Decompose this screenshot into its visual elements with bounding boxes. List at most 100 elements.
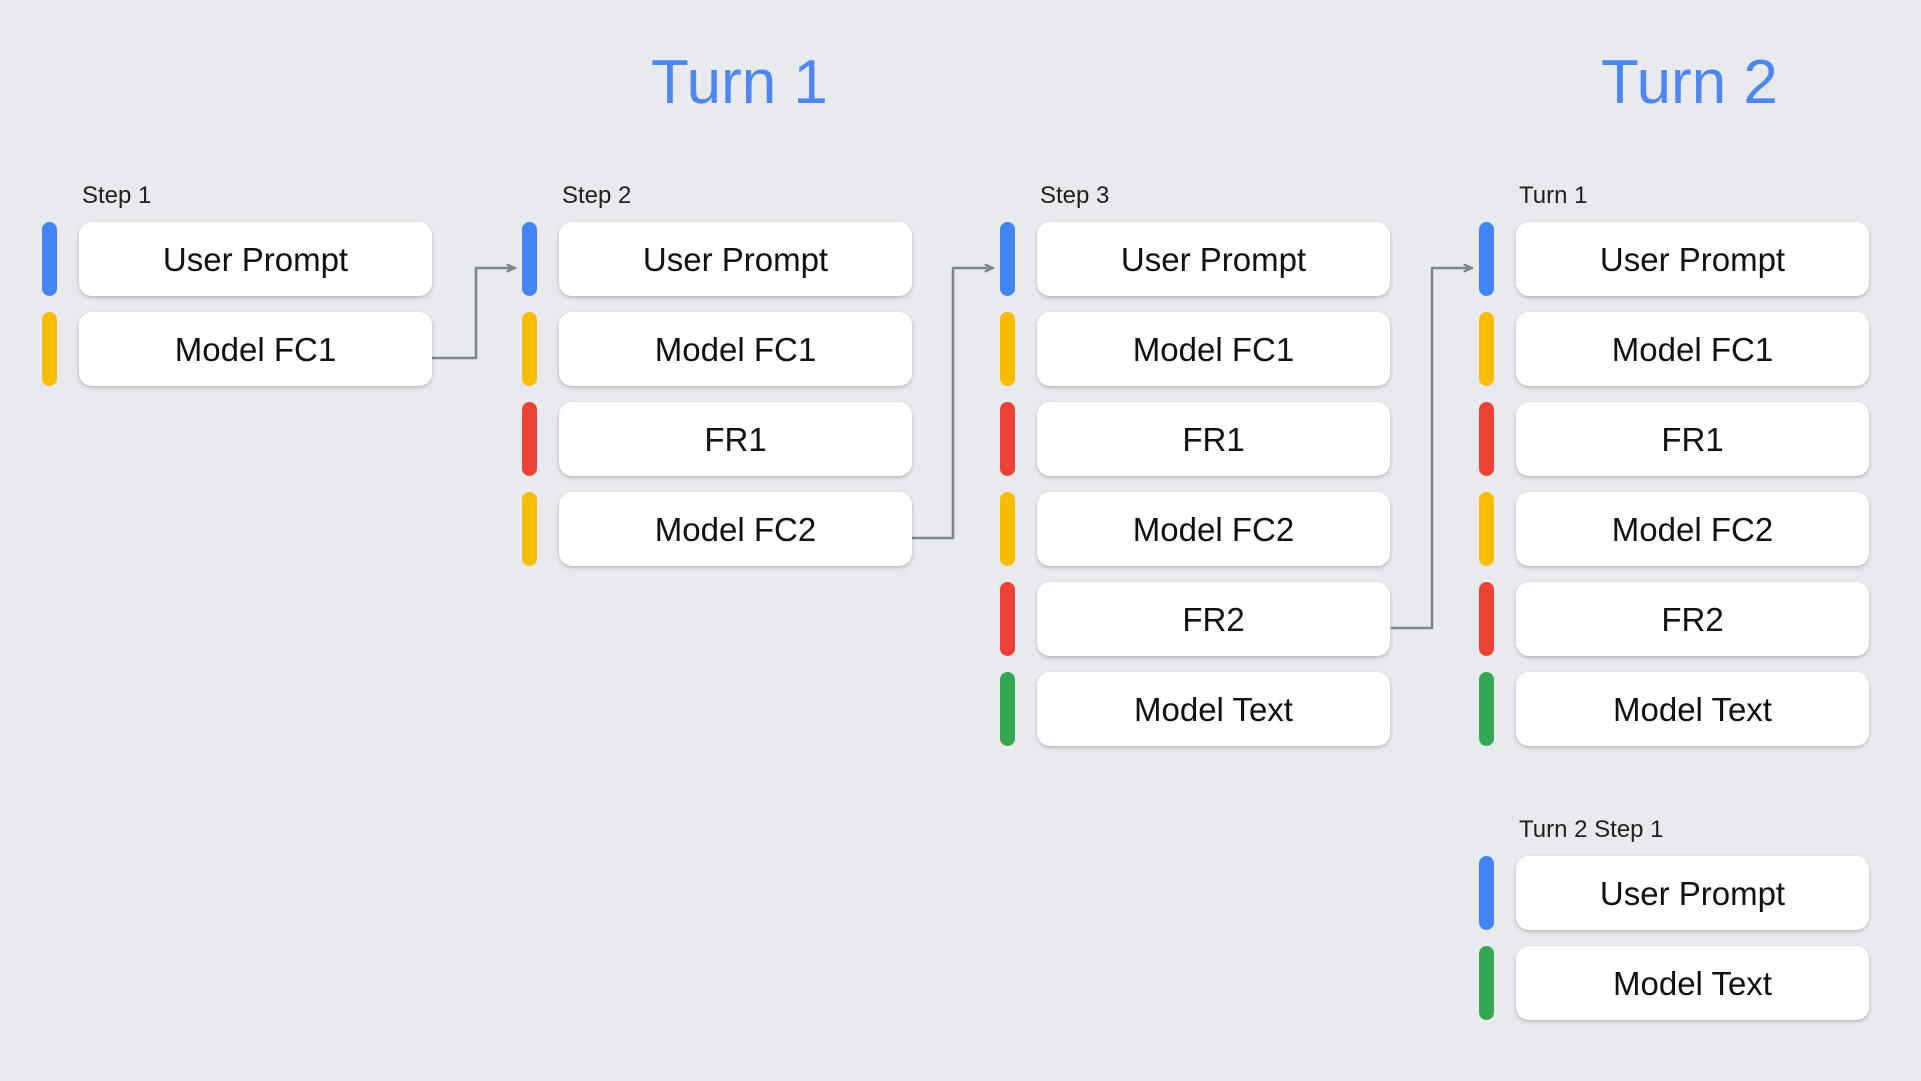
column-rows-step-2: User Prompt Model FC1 FR1 Model FC2 — [522, 222, 912, 566]
row-model-fc[interactable]: Model FC2 — [522, 492, 912, 566]
column-label-step-3: Step 3 — [1040, 182, 1110, 209]
column-label-turn2-turn-1: Turn 1 — [1519, 182, 1588, 209]
role-bar-function-response-icon — [522, 402, 537, 476]
card-label: Model Text — [1134, 690, 1293, 728]
card-label: Model FC2 — [1132, 510, 1295, 548]
card-label: FR2 — [1182, 600, 1245, 638]
column-turn2-step-1: Turn 2 Step 1 User Prompt Model Text — [1479, 818, 1869, 1020]
column-rows-step-1: User Prompt Model FC1 — [42, 222, 432, 386]
row-function-response[interactable]: FR2 — [1000, 582, 1390, 656]
card-label: User Prompt — [642, 240, 829, 278]
row-model-fc[interactable]: Model FC1 — [522, 312, 912, 386]
card-model-fc1[interactable]: Model FC1 — [1516, 312, 1869, 386]
role-bar-function-response-icon — [1000, 582, 1015, 656]
card-model-text[interactable]: Model Text — [1516, 672, 1869, 746]
card-user-prompt[interactable]: User Prompt — [1037, 222, 1390, 296]
card-fr1[interactable]: FR1 — [1037, 402, 1390, 476]
card-label: User Prompt — [162, 240, 349, 278]
arrow-step2-to-step3-path — [910, 268, 995, 540]
row-function-response[interactable]: FR1 — [522, 402, 912, 476]
column-label-step-1: Step 1 — [82, 182, 152, 209]
card-label: Model FC1 — [654, 330, 817, 368]
turn-1-title: Turn 1 — [651, 48, 828, 117]
card-model-fc1[interactable]: Model FC1 — [559, 312, 912, 386]
column-rows-turn2-turn-1: User Prompt Model FC1 FR1 Model FC2 — [1479, 222, 1869, 746]
role-bar-function-response-icon — [1479, 582, 1494, 656]
card-model-fc1[interactable]: Model FC1 — [79, 312, 432, 386]
card-label: Model FC2 — [654, 510, 817, 548]
column-step-2: Step 2 User Prompt Model FC1 FR1 — [522, 184, 912, 566]
column-step-3: Step 3 User Prompt Model FC1 FR1 — [1000, 184, 1390, 746]
row-user-prompt[interactable]: User Prompt — [1479, 856, 1869, 930]
row-function-response[interactable]: FR1 — [1000, 402, 1390, 476]
card-model-fc2[interactable]: Model FC2 — [1516, 492, 1869, 566]
turn-2-title: Turn 2 — [1601, 48, 1778, 117]
card-model-text[interactable]: Model Text — [1516, 946, 1869, 1020]
role-bar-user-prompt-icon — [522, 222, 537, 296]
arrow-step3-to-turn1-path — [1390, 268, 1474, 630]
card-user-prompt[interactable]: User Prompt — [1516, 856, 1869, 930]
role-bar-model-text-icon — [1000, 672, 1015, 746]
column-label-turn2-step-1: Turn 2 Step 1 — [1519, 816, 1664, 843]
row-model-text[interactable]: Model Text — [1000, 672, 1390, 746]
card-label: User Prompt — [1599, 240, 1786, 278]
role-bar-user-prompt-icon — [42, 222, 57, 296]
card-model-text[interactable]: Model Text — [1037, 672, 1390, 746]
row-function-response[interactable]: FR1 — [1479, 402, 1869, 476]
row-model-text[interactable]: Model Text — [1479, 946, 1869, 1020]
column-rows-step-3: User Prompt Model FC1 FR1 Model FC2 — [1000, 222, 1390, 746]
row-user-prompt[interactable]: User Prompt — [42, 222, 432, 296]
card-model-fc1[interactable]: Model FC1 — [1037, 312, 1390, 386]
row-model-fc[interactable]: Model FC2 — [1479, 492, 1869, 566]
role-bar-model-text-icon — [1479, 672, 1494, 746]
card-label: Model FC1 — [174, 330, 337, 368]
card-fr1[interactable]: FR1 — [559, 402, 912, 476]
row-user-prompt[interactable]: User Prompt — [522, 222, 912, 296]
card-label: Model Text — [1613, 690, 1772, 728]
column-label-step-2: Step 2 — [562, 182, 632, 209]
card-user-prompt[interactable]: User Prompt — [79, 222, 432, 296]
role-bar-model-fc-icon — [1000, 492, 1015, 566]
card-fr1[interactable]: FR1 — [1516, 402, 1869, 476]
role-bar-function-response-icon — [1479, 402, 1494, 476]
card-label: Model Text — [1613, 964, 1772, 1002]
card-label: Model FC1 — [1132, 330, 1295, 368]
row-user-prompt[interactable]: User Prompt — [1000, 222, 1390, 296]
card-model-fc2[interactable]: Model FC2 — [559, 492, 912, 566]
role-bar-model-fc-icon — [1479, 312, 1494, 386]
row-user-prompt[interactable]: User Prompt — [1479, 222, 1869, 296]
row-model-text[interactable]: Model Text — [1479, 672, 1869, 746]
role-bar-function-response-icon — [1000, 402, 1015, 476]
role-bar-model-fc-icon — [1479, 492, 1494, 566]
arrow-step1-to-step2-path — [430, 268, 517, 360]
card-fr2[interactable]: FR2 — [1037, 582, 1390, 656]
column-rows-turn2-step-1: User Prompt Model Text — [1479, 856, 1869, 1020]
row-model-fc[interactable]: Model FC1 — [1000, 312, 1390, 386]
role-bar-model-fc-icon — [42, 312, 57, 386]
card-fr2[interactable]: FR2 — [1516, 582, 1869, 656]
column-step-1: Step 1 User Prompt Model FC1 — [42, 184, 432, 386]
card-label: Model FC2 — [1611, 510, 1774, 548]
card-label: User Prompt — [1120, 240, 1307, 278]
card-label: FR2 — [1661, 600, 1724, 638]
card-label: FR1 — [1661, 420, 1724, 458]
row-function-response[interactable]: FR2 — [1479, 582, 1869, 656]
role-bar-model-fc-icon — [522, 492, 537, 566]
role-bar-model-text-icon — [1479, 946, 1494, 1020]
role-bar-user-prompt-icon — [1479, 222, 1494, 296]
role-bar-model-fc-icon — [1000, 312, 1015, 386]
role-bar-user-prompt-icon — [1000, 222, 1015, 296]
card-label: User Prompt — [1599, 874, 1786, 912]
card-user-prompt[interactable]: User Prompt — [1516, 222, 1869, 296]
card-model-fc2[interactable]: Model FC2 — [1037, 492, 1390, 566]
card-label: Model FC1 — [1611, 330, 1774, 368]
row-model-fc[interactable]: Model FC1 — [1479, 312, 1869, 386]
role-bar-model-fc-icon — [522, 312, 537, 386]
card-user-prompt[interactable]: User Prompt — [559, 222, 912, 296]
card-label: FR1 — [704, 420, 767, 458]
row-model-fc[interactable]: Model FC2 — [1000, 492, 1390, 566]
role-bar-user-prompt-icon — [1479, 856, 1494, 930]
row-model-fc[interactable]: Model FC1 — [42, 312, 432, 386]
card-label: FR1 — [1182, 420, 1245, 458]
